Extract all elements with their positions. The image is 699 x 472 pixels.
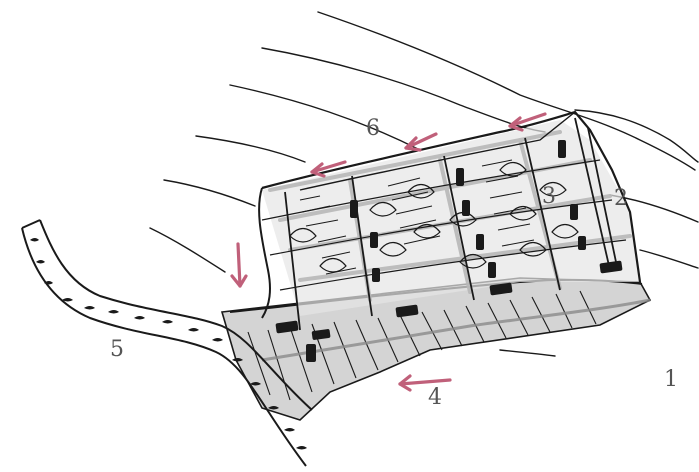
arrow-left-down (232, 244, 246, 286)
label-3: 3 (542, 186, 556, 208)
contour-line (230, 85, 420, 150)
label-2: 2 (614, 188, 628, 210)
contour-line (640, 250, 698, 268)
contour-line (262, 48, 545, 132)
label-1: 1 (664, 369, 678, 391)
contour-line (196, 136, 305, 162)
contour-line (164, 180, 255, 206)
contour-line (500, 350, 555, 356)
contour-line (150, 228, 225, 272)
arrow-bottom (400, 376, 450, 390)
label-6: 6 (366, 118, 380, 140)
label-4: 4 (428, 387, 442, 409)
river-bank-top (22, 220, 40, 228)
label-5: 5 (110, 339, 124, 361)
